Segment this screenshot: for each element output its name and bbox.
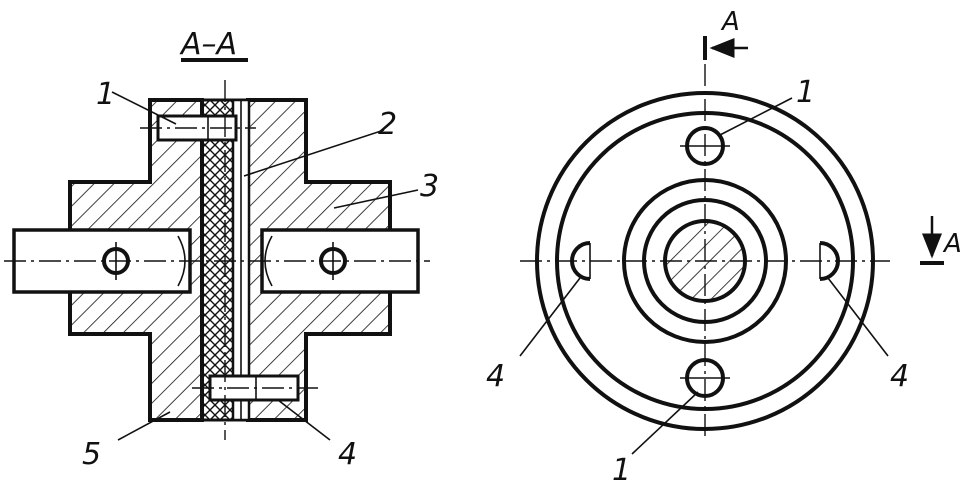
callout-1: 1 (96, 77, 115, 112)
front-callout-4-left: 4 (486, 359, 505, 394)
half-hole-right (819, 241, 840, 281)
front-view: A A 1 1 4 4 (486, 7, 962, 488)
callout-4: 4 (338, 437, 357, 472)
callout-2: 2 (378, 107, 397, 142)
front-callout-1-top: 1 (796, 75, 815, 110)
half-hole-left (570, 241, 591, 281)
front-callout-1-bottom: 1 (612, 453, 631, 488)
front-callout-4-right: 4 (890, 359, 909, 394)
section-view: A–A 1 2 (4, 27, 439, 472)
section-title: A–A (179, 27, 237, 62)
callout-5: 5 (82, 437, 101, 472)
section-marker-right-label: A (942, 229, 962, 259)
section-marker-top-label: A (720, 7, 740, 37)
callout-3: 3 (420, 169, 439, 204)
